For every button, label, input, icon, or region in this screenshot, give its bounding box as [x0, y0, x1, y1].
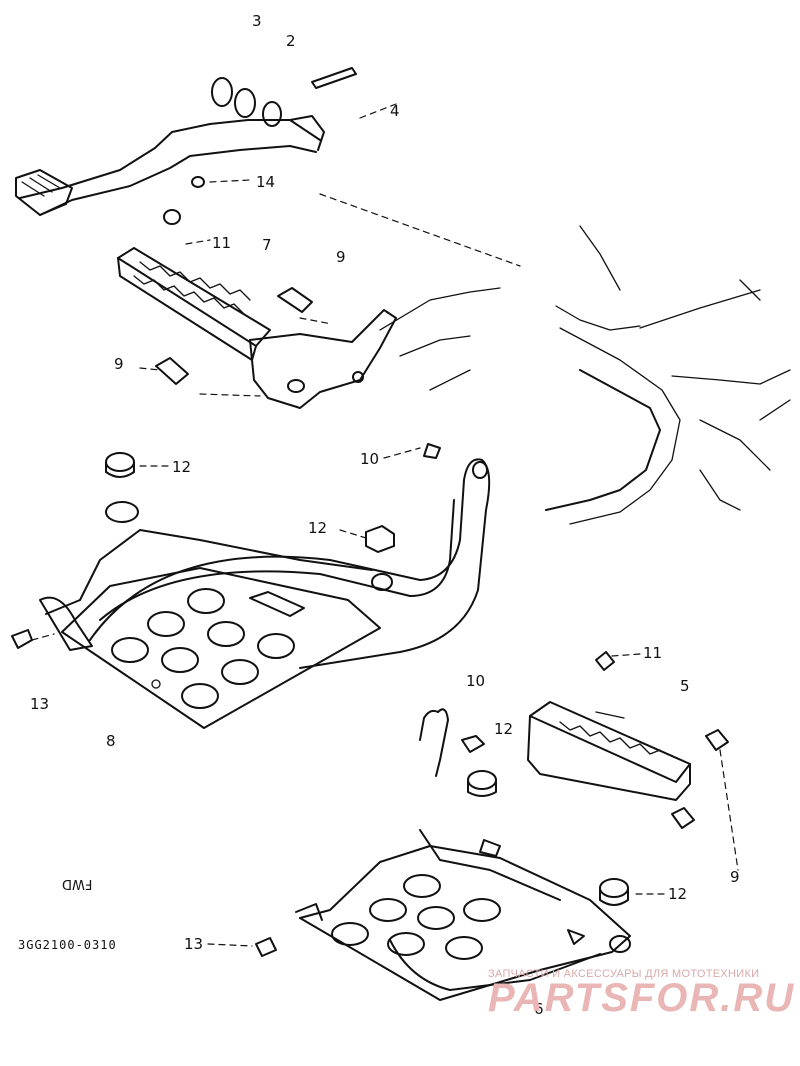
frame-section	[379, 225, 791, 525]
watermark-brand: PARTSFOR.RU	[488, 976, 796, 1020]
callout-14: 14	[256, 173, 276, 191]
callout-12-right: 12	[494, 720, 514, 738]
watermark-tagline: ЗАПЧАСТИ И АКСЕССУАРЫ ДЛЯ МОТОТЕХНИКИ	[488, 968, 760, 980]
callout-12-bottom: 12	[668, 885, 688, 903]
callout-13-bottom: 13	[184, 935, 204, 953]
callout-8: 8	[106, 732, 116, 750]
foot-plate-left	[11, 443, 491, 729]
callout-10-top: 10	[360, 450, 380, 468]
callout-10-right: 10	[466, 672, 486, 690]
callout-13-left: 13	[30, 695, 50, 713]
callout-5: 5	[680, 677, 690, 695]
callout-11-top: 11	[212, 234, 232, 252]
callout-7: 7	[262, 236, 272, 254]
footrest-bracket-rear	[117, 209, 397, 409]
callout-11-right: 11	[643, 644, 663, 662]
callout-3: 3	[252, 12, 262, 30]
foot-plate-right	[255, 829, 631, 1001]
brake-pedal	[15, 67, 357, 216]
callout-9-right: 9	[730, 868, 740, 886]
part-code: 3GG2100-0310	[18, 938, 117, 952]
callout-6: 6	[534, 1000, 544, 1018]
callout-9-top: 9	[336, 248, 346, 266]
callout-12-left: 12	[172, 458, 192, 476]
forward-direction-mark: FWD	[62, 876, 93, 891]
footrest-right	[419, 651, 729, 829]
callout-2: 2	[286, 32, 296, 50]
callout-4: 4	[390, 102, 400, 120]
callout-9-left: 9	[114, 355, 124, 373]
callout-12-mid: 12	[308, 519, 328, 537]
